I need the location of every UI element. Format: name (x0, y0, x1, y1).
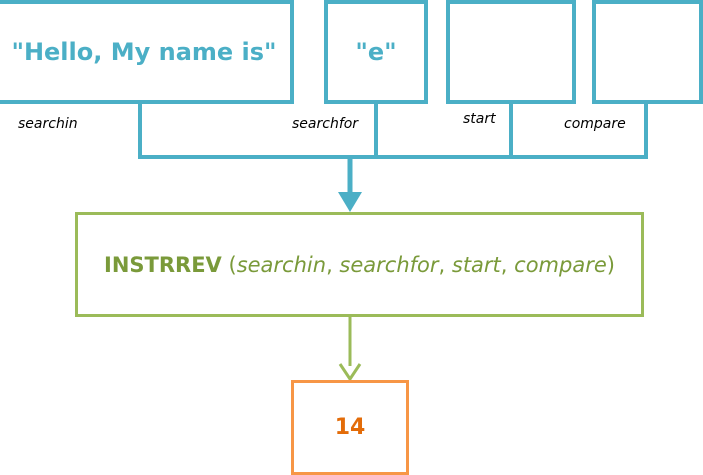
function-arg-compare: compare (514, 252, 607, 277)
open-paren: ( (221, 252, 237, 277)
input-box-searchfor: "e" (324, 0, 428, 104)
label-searchin: searchin (18, 116, 78, 132)
function-signature: INSTRREV (searchin, searchfor, start, co… (104, 253, 615, 277)
arg-separator: , (438, 252, 452, 277)
arrow-to-result-head (338, 363, 362, 382)
function-box: INSTRREV (searchin, searchfor, start, co… (75, 212, 644, 317)
arrow-to-function-head (338, 192, 362, 212)
function-arg-searchfor: searchfor (339, 252, 439, 277)
input-value-searchfor: "e" (355, 38, 397, 66)
arg-separator: , (326, 252, 340, 277)
input-value-searchin: "Hello, My name is" (11, 38, 277, 66)
function-name: INSTRREV (104, 252, 222, 277)
label-compare: compare (564, 116, 626, 132)
result-box: 14 (291, 380, 409, 475)
arg-separator: , (500, 252, 515, 277)
input-box-searchin: "Hello, My name is" (0, 0, 294, 104)
label-start: start (463, 111, 496, 127)
function-arg-start: start (451, 252, 501, 277)
input-box-start (446, 0, 576, 104)
close-paren: ) (606, 252, 615, 277)
input-box-compare (592, 0, 703, 104)
label-searchfor: searchfor (292, 116, 359, 132)
result-value: 14 (334, 415, 366, 440)
function-arg-searchin: searchin (236, 252, 327, 277)
